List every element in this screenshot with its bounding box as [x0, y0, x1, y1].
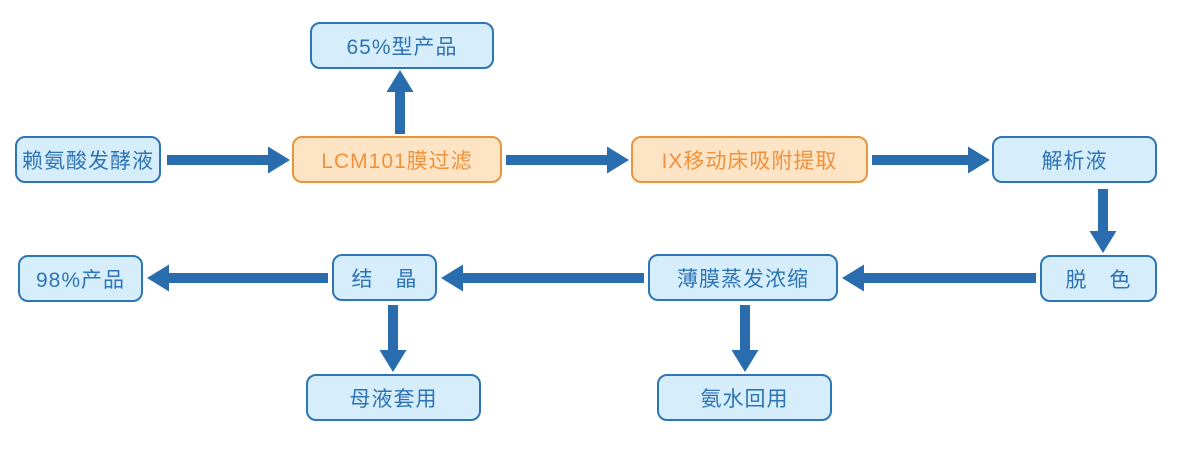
node-decolorization: 脱 色	[1040, 255, 1157, 302]
node-product-65: 65%型产品	[310, 22, 494, 69]
node-product-98: 98%产品	[18, 255, 143, 302]
node-crystallization: 结 晶	[332, 254, 437, 301]
flow-arrow	[506, 146, 629, 174]
flow-arrow	[441, 264, 644, 292]
flow-arrow	[872, 146, 990, 174]
node-desorption-liquid: 解析液	[992, 136, 1157, 183]
flow-arrow	[379, 305, 407, 372]
node-ix-moving-bed-adsorption: IX移动床吸附提取	[631, 136, 868, 183]
node-thin-film-evaporation: 薄膜蒸发浓缩	[648, 254, 838, 301]
flow-arrow	[731, 305, 759, 372]
flow-arrow	[1089, 189, 1117, 253]
flow-arrow	[167, 146, 290, 174]
flow-arrow	[147, 264, 328, 292]
flow-arrow	[386, 70, 414, 134]
flow-arrow	[842, 264, 1036, 292]
node-lcm101-membrane-filtration: LCM101膜过滤	[292, 136, 502, 183]
node-ammonia-recycle: 氨水回用	[657, 374, 832, 421]
node-lysine-fermentation-broth: 赖氨酸发酵液	[15, 136, 161, 183]
node-mother-liquor-reuse: 母液套用	[306, 374, 481, 421]
